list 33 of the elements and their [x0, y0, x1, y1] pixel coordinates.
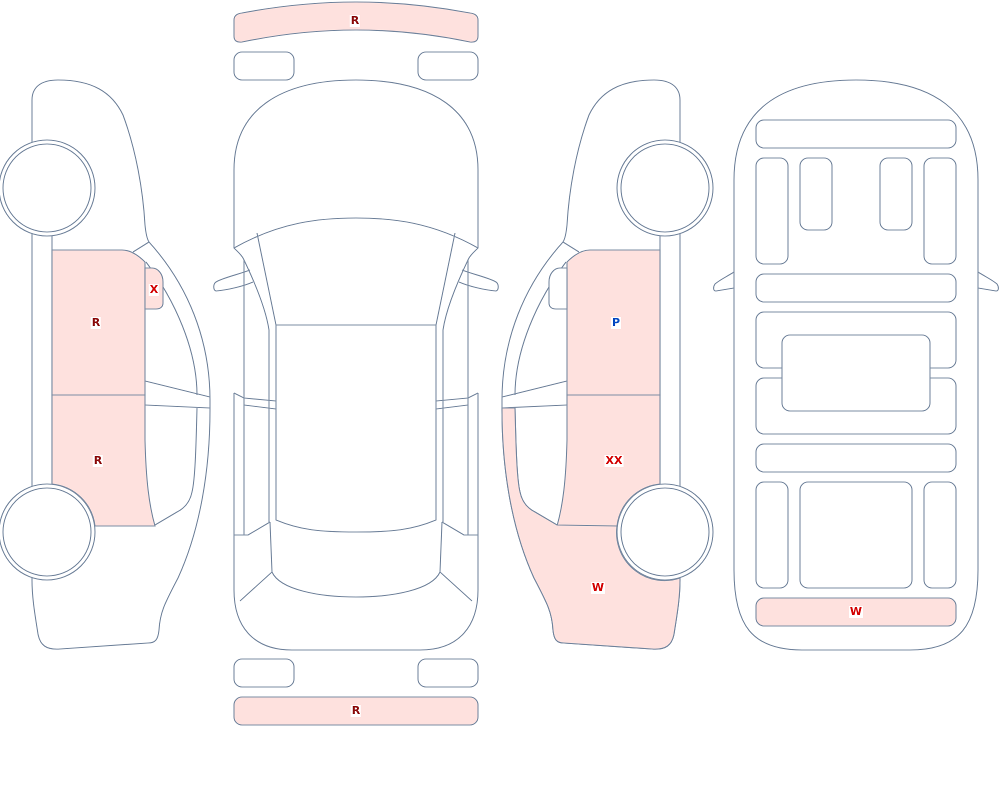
- body-panel: [755, 443, 957, 473]
- bumper-panel: [233, 1, 479, 44]
- damage-code: P: [610, 317, 622, 329]
- door-panel: [566, 249, 661, 396]
- damage-code: W: [590, 582, 606, 594]
- damage-code: R: [350, 705, 362, 717]
- body-panel: [755, 119, 957, 149]
- mirror-panel: [548, 267, 568, 310]
- damage-code: R: [350, 15, 360, 27]
- body-panel: [879, 157, 913, 231]
- lamp-panel: [233, 658, 295, 688]
- door-panel: [556, 394, 661, 527]
- damage-code: R: [92, 455, 104, 467]
- body-panel: [755, 157, 789, 265]
- damage-code: R: [90, 317, 102, 329]
- lamp-panel: [417, 51, 479, 81]
- mirror-panel: [144, 267, 164, 310]
- door-panel: [51, 249, 146, 396]
- lamp-panel: [233, 51, 295, 81]
- lamp-panel: [417, 658, 479, 688]
- body-panel: [923, 157, 957, 265]
- body-panel: [755, 273, 957, 303]
- body-panel: [781, 334, 931, 412]
- body-panel: [755, 597, 957, 627]
- body-panel: [799, 157, 833, 231]
- damage-code: X: [148, 284, 160, 296]
- bumper-panel: [233, 696, 479, 726]
- body-panel: [755, 481, 789, 589]
- body-panel: [799, 481, 913, 589]
- body-panel: [923, 481, 957, 589]
- damage-code: W: [848, 606, 864, 618]
- door-panel: [51, 394, 156, 527]
- damage-code: XX: [604, 455, 624, 467]
